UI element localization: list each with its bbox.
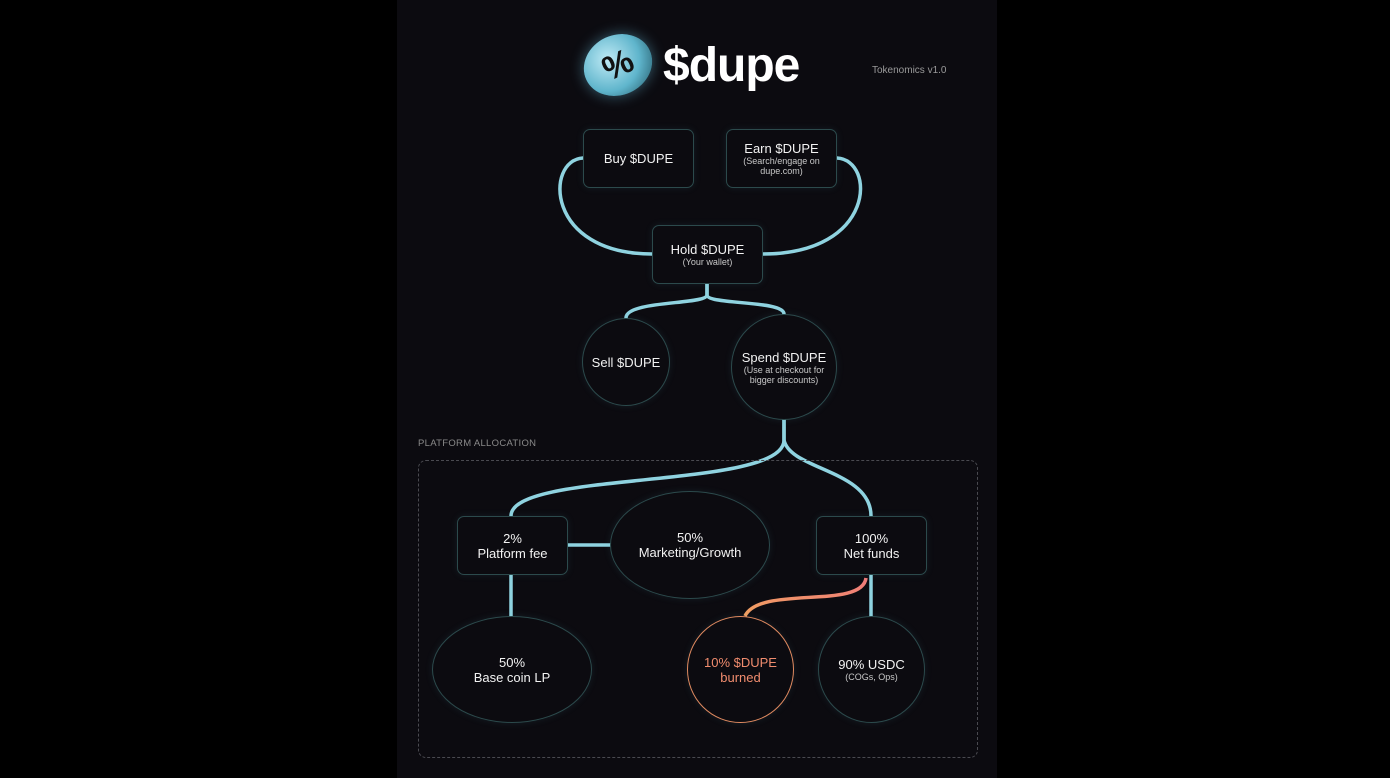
node-buy: Buy $DUPE [583,129,694,188]
wire-spend-net [782,418,873,518]
brand-logo: % $dupe [573,23,800,107]
node-marketing: 50% Marketing/Growth [610,491,770,599]
node-subtitle: (Use at checkout for bigger discounts) [743,364,825,385]
node-title: Net funds [843,545,900,561]
wire-buy-hold [558,156,654,256]
node-percent: 2% [503,530,522,546]
wire-hold-sell [624,282,709,320]
node-subtitle: (Your wallet) [682,257,733,267]
node-title: Buy $DUPE [603,151,674,166]
node-spend: Spend $DUPE (Use at checkout for bigger … [731,314,837,420]
node-platform-fee: 2% Platform fee [457,516,568,575]
node-hold: Hold $DUPE (Your wallet) [652,225,763,284]
node-base-coin-lp: 50% Base coin LP [432,616,592,723]
node-title: Sell $DUPE [591,354,661,370]
brand-name: $dupe [663,38,800,92]
node-net-funds: 100% Net funds [816,516,927,575]
version-label: Tokenomics v1.0 [872,65,947,76]
node-earn: Earn $DUPE (Search/engage on dupe.com) [726,129,837,188]
section-label: PLATFORM ALLOCATION [418,438,537,449]
node-title: Hold $DUPE [670,242,745,257]
node-sell: Sell $DUPE [582,318,670,406]
node-subtitle: (COGs, Ops) [845,672,898,682]
wire-earn-hold [761,156,863,256]
node-title: burned [720,669,761,685]
node-usdc: 90% USDC (COGs, Ops) [818,616,925,723]
node-burned: 10% $DUPE burned [687,616,794,723]
node-percent: 10% $DUPE [704,654,777,670]
wire-hold-spend [705,282,786,316]
wire-net-burn [743,577,868,617]
node-percent: 50% [498,654,526,670]
node-title: Platform fee [477,545,548,561]
node-subtitle: (Search/engage on dupe.com) [743,156,820,176]
node-percent: 50% [676,530,704,545]
coin-icon: % [573,23,663,107]
platform-allocation-area [418,460,978,758]
node-title: Marketing/Growth [638,545,742,560]
wire-spend-fee [509,418,786,518]
node-percent: 90% USDC [838,657,905,672]
node-title: Spend $DUPE [741,349,827,365]
node-title: Base coin LP [473,669,551,685]
node-title: Earn $DUPE [744,141,819,156]
node-percent: 100% [854,530,889,546]
